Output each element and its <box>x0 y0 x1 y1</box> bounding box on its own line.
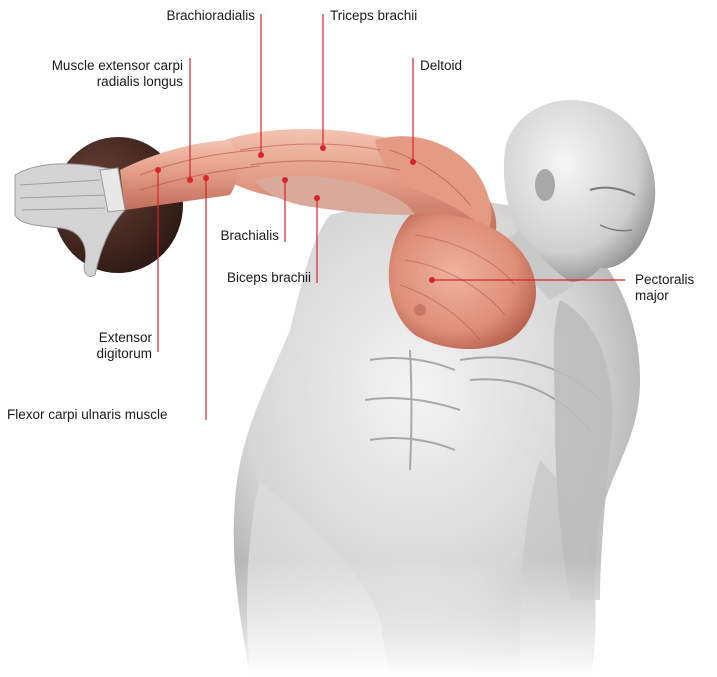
label-extensor-carpi-line2: radialis longus <box>52 74 183 90</box>
label-biceps-brachii: Biceps brachii <box>227 270 311 286</box>
label-extensor-digitorum-line2: digitorum <box>96 346 152 362</box>
label-deltoid: Deltoid <box>420 58 462 74</box>
label-pectoralis-line2: major <box>635 288 694 304</box>
label-brachialis: Brachialis <box>220 228 279 244</box>
label-pectoralis-line1: Pectoralis <box>635 272 694 288</box>
label-extensor-digitorum-line1: Extensor <box>96 330 152 346</box>
label-triceps-brachii: Triceps brachii <box>330 8 417 24</box>
label-brachioradialis: Brachioradialis <box>166 8 255 24</box>
label-pectoralis-major: Pectoralis major <box>635 272 694 304</box>
label-extensor-carpi-radialis-longus: Muscle extensor carpi radialis longus <box>52 58 183 90</box>
label-extensor-carpi-line1: Muscle extensor carpi <box>52 58 183 74</box>
label-flexor-carpi-ulnaris: Flexor carpi ulnaris muscle <box>7 407 168 423</box>
label-extensor-digitorum: Extensor digitorum <box>96 330 152 362</box>
